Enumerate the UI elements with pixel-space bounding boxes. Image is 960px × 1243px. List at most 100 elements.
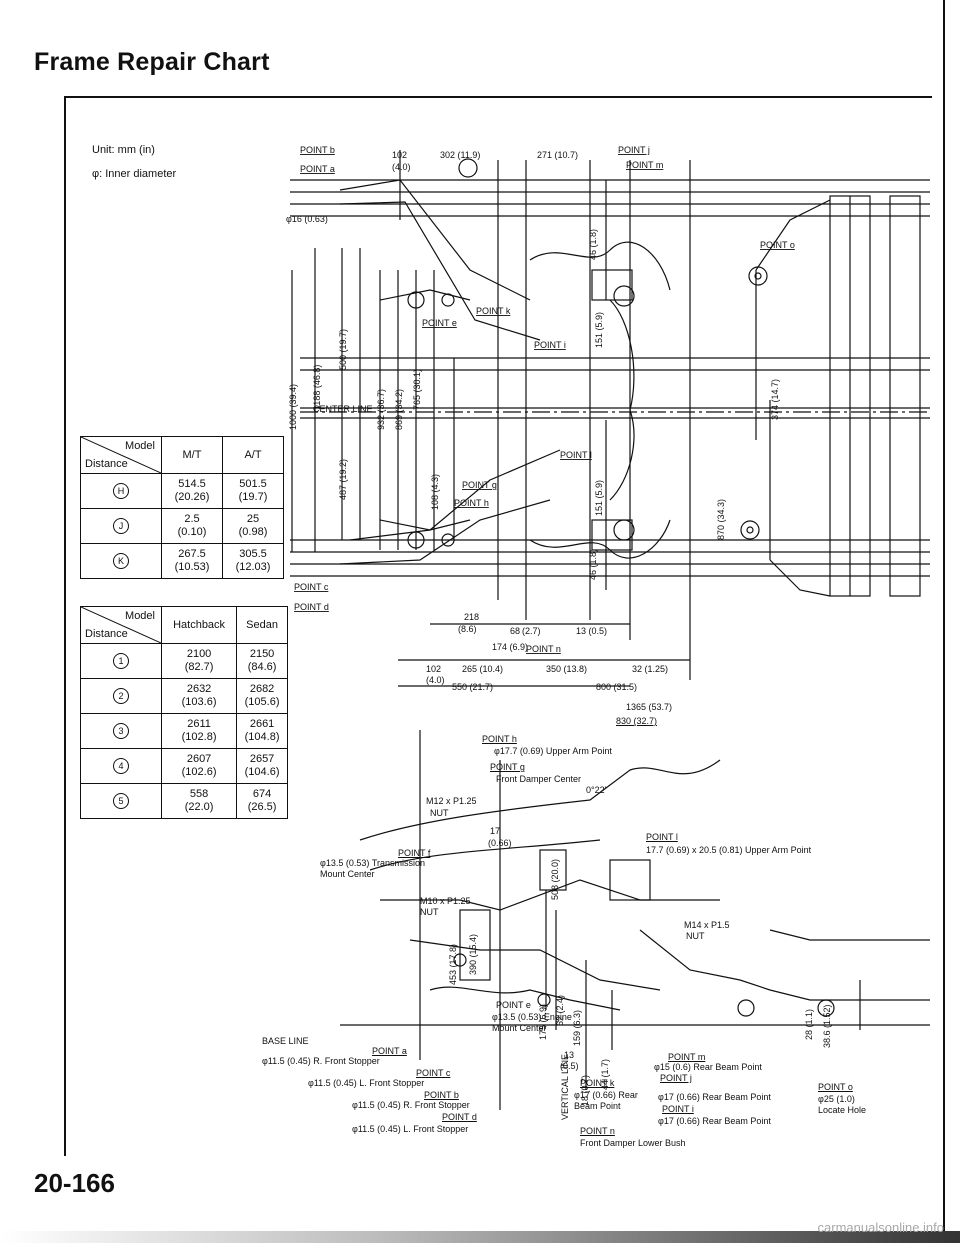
rear-beam-k-point: Beam Point (574, 1101, 621, 1111)
dim-830: 830 (32.7) (616, 716, 658, 726)
dim-302: 302 (11.9) (440, 150, 480, 160)
dim-174: 174 (6.9) (492, 642, 528, 652)
table-row: 5 558 (22.0) 674 (26.5) (80, 783, 288, 819)
dim-1188: 1188 (46.8) (312, 365, 322, 410)
upper-arm-point-l: 17.7 (0.69) x 20.5 (0.81) Upper Arm Poin… (646, 845, 812, 855)
dim-phi16: φ16 (0.63) (286, 214, 328, 224)
circled-number-1-icon: 1 (113, 653, 129, 669)
front-stopper-r2: φ11.5 (0.45) R. Front Stopper (352, 1100, 470, 1110)
dim-218-in: (8.6) (458, 624, 477, 634)
label-point-m: POINT m (626, 160, 663, 170)
header-distance: Distance (85, 458, 128, 470)
label-point-j: POINT j (618, 145, 650, 155)
circled-number-5-icon: 5 (113, 793, 129, 809)
side-label-point-b: POINT b (424, 1090, 459, 1100)
dim-151-lower: 151 (5.9) (594, 480, 604, 516)
dim-102: 102 (392, 150, 407, 160)
dim-500: 500 (19.7) (338, 329, 348, 370)
inner-diameter-note: φ: Inner diameter (92, 168, 177, 180)
table-row: H 514.5 (20.26) 501.5 (19.7) (80, 473, 284, 509)
dim-932: 932 (36.7) (376, 389, 386, 430)
rear-beam-k: φ17 (0.66) Rear (574, 1090, 638, 1100)
bolt-m14: M14 x P1.5 (684, 920, 730, 930)
label-point-e: POINT e (422, 318, 457, 328)
side-label-point-f: POINT f (398, 848, 431, 858)
side-label-point-a: POINT a (372, 1046, 407, 1056)
side-label-point-h: POINT h (482, 734, 517, 744)
dim-487: 487 (19.2) (338, 459, 348, 500)
circled-letter-h-icon: H (113, 483, 129, 499)
center-line-label: CENTER LINE (313, 404, 373, 414)
dim-1000: 1000 (39.4) (288, 384, 298, 430)
header-model: Model (125, 440, 155, 452)
table-row: 3 2611 (102.8) 2661 (104.8) (80, 713, 288, 749)
table-cell: 2611 (102.8) (160, 713, 238, 749)
dim-68: 68 (510, 626, 520, 636)
rear-beam-point-m: φ15 (0.6) Rear Beam Point (654, 1062, 762, 1072)
side-label-point-g: POINT g (490, 762, 525, 772)
rear-beam-j: φ17 (0.66) Rear Beam Point (658, 1092, 771, 1102)
front-stopper-l: φ11.5 (0.45) L. Front Stopper (308, 1078, 425, 1088)
transmission-mount-center: Mount Center (320, 869, 375, 879)
table-cell: 2100 (82.7) (160, 643, 238, 679)
table-cell: 2657 (104.6) (236, 748, 288, 784)
side-label-point-c: POINT c (416, 1068, 451, 1078)
dim-1365: 1365 (53.7) (626, 702, 673, 712)
units-note: Unit: mm (in) (92, 144, 155, 156)
dim-62: 62 (2.4) (555, 994, 565, 1026)
side-label-point-o: POINT o (818, 1082, 853, 1092)
dim-869: 869 (34.2) (394, 389, 404, 430)
front-damper-center: Front Damper Center (496, 774, 582, 784)
chart-frame (64, 96, 932, 1156)
label-point-o: POINT o (760, 240, 795, 250)
dim-38-6: 38.6 (1.52) (822, 1004, 832, 1048)
header-distance: Distance (85, 628, 128, 640)
side-label-point-e: POINT e (496, 1000, 531, 1010)
dim-218: 218 (464, 612, 479, 622)
engine-mount-center: Mount Center (492, 1023, 547, 1033)
table-cell: 674 (26.5) (236, 783, 288, 819)
diagonal-divider (81, 607, 161, 643)
dim-870: 870 (34.3) (716, 499, 726, 540)
dim-13-side: 13 (564, 1050, 575, 1060)
label-point-n: POINT n (526, 644, 561, 654)
dim-68-in: (2.7) (522, 626, 541, 636)
circled-number-4-icon: 4 (113, 758, 129, 774)
dim-13: 13 (0.5) (576, 626, 607, 636)
dim-102-in: (4.0) (392, 162, 411, 172)
nut-label-3: NUT (686, 931, 705, 941)
watermark: carmanualsonline.info (817, 1220, 944, 1235)
frame-side-view-drawing (340, 730, 930, 1110)
label-point-h: POINT h (454, 498, 489, 508)
table-cell: 2682 (105.6) (236, 678, 288, 714)
front-stopper-r: φ11.5 (0.45) R. Front Stopper (262, 1056, 380, 1066)
table-cell: 501.5 (19.7) (222, 473, 284, 509)
front-damper-lower-bush: Front Damper Lower Bush (580, 1138, 686, 1148)
table-row: 1 2100 (82.7) 2150 (84.6) (80, 643, 288, 679)
transmission-mount: φ13.5 (0.53) Transmission (320, 858, 426, 868)
dim-13-side-in: (0.5) (560, 1061, 579, 1071)
table-cell: 2150 (84.6) (236, 643, 288, 679)
label-point-c: POINT c (294, 582, 329, 592)
dim-46-upper: 46 (1.8) (588, 229, 598, 260)
side-label-point-k: POINT k (580, 1078, 615, 1088)
locate-hole: Locate Hole (818, 1105, 867, 1115)
dim-508: 508 (20.0) (550, 858, 560, 900)
dim-46-lower: 46 (1.8) (588, 549, 598, 580)
table-row: 2 2632 (103.6) 2682 (105.6) (80, 678, 288, 714)
table-diagonal-header: Model Distance (80, 606, 162, 644)
diagonal-divider (81, 437, 161, 473)
side-label-point-d: POINT d (442, 1112, 477, 1122)
table-cell: 558 (22.0) (160, 783, 238, 819)
table-cell: 2.5 (0.10) (161, 508, 223, 544)
dim-453: 453 (17.8) (448, 943, 458, 985)
page-number: 20-166 (34, 1168, 115, 1198)
dim-18: 18 (0.7) (580, 1074, 590, 1106)
bolt-m12: M12 x P1.25 (426, 796, 477, 806)
label-point-l: POINT l (560, 450, 592, 460)
dim-102-lower: 102 (426, 664, 441, 674)
label-point-b: POINT b (300, 145, 335, 155)
dim-32: 32 (1.25) (632, 664, 668, 674)
dim-765: 765 (30.1) (412, 369, 422, 410)
label-point-a: POINT a (300, 164, 335, 174)
